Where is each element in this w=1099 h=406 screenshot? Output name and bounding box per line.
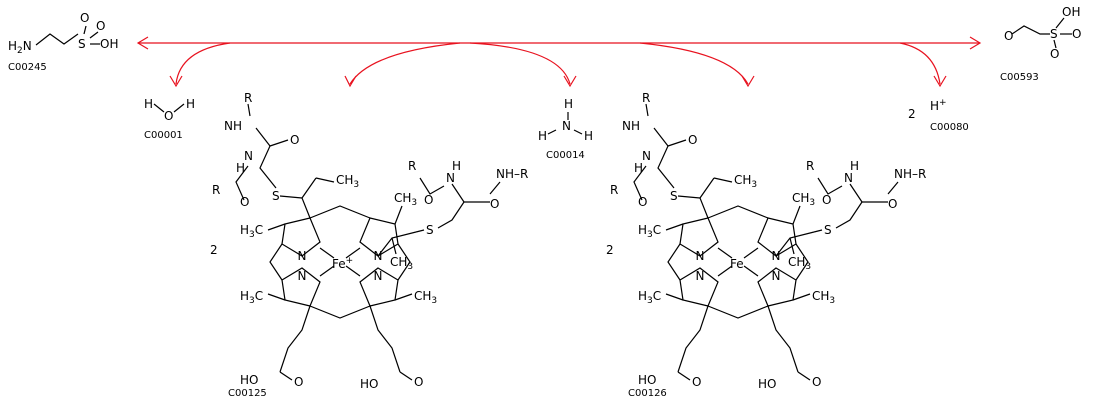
proton-branch: [899, 42, 941, 85]
svg-text:H+: H+: [930, 98, 947, 113]
svg-text:S: S: [78, 37, 86, 51]
ferricytochrome-branch: [349, 42, 461, 85]
ferricytochrome-c-coefficient: 2: [210, 243, 218, 257]
ammonia-branch: [469, 42, 571, 85]
ammonia-structure: H N H H C00014: [538, 97, 593, 161]
sulfoacetaldehyde-id: C00593: [1000, 72, 1039, 83]
proton-coefficient: 2: [908, 107, 916, 121]
svg-text:Fe: Fe: [730, 257, 744, 271]
water-branch: [175, 42, 231, 85]
svg-text:H: H: [144, 97, 153, 111]
svg-text:H: H: [564, 97, 573, 111]
svg-text:O: O: [80, 11, 89, 25]
svg-text:O: O: [1050, 47, 1059, 61]
reaction-arrows: [136, 36, 982, 88]
svg-text:H2N: H2N: [8, 39, 32, 56]
water-structure: H O H C00001: [144, 97, 195, 141]
ferricytochrome-c-id: C00125: [228, 388, 267, 399]
ferrocytochrome-c-id: C00126: [628, 388, 667, 399]
svg-text:H: H: [538, 129, 547, 143]
water-id: C00001: [144, 130, 183, 141]
left-arrowhead: [136, 36, 149, 50]
svg-text:O: O: [96, 19, 105, 33]
proton-id: C00080: [930, 122, 969, 133]
ferrocytochrome-c-structure: 2 Fe C00126: [606, 90, 927, 399]
ammonia-id: C00014: [546, 150, 585, 161]
svg-text:H: H: [186, 97, 195, 111]
svg-text:O: O: [1004, 29, 1013, 43]
taurine-id: C00245: [8, 62, 47, 73]
ferricytochrome-c-structure: 2 Fe+ C00125: [210, 90, 529, 399]
svg-text:N: N: [562, 119, 571, 133]
svg-text:OH: OH: [100, 37, 118, 51]
sulfoacetaldehyde-structure: O S OH O O C00593: [1000, 5, 1081, 83]
svg-text:OH: OH: [1062, 5, 1080, 19]
proton-structure: 2 H+ C00080: [908, 98, 969, 133]
right-arrowhead: [969, 36, 982, 50]
taurine-structure: H2N S O O OH C00245: [8, 11, 118, 73]
ferrocytochrome-c-coefficient: 2: [606, 243, 614, 257]
svg-text:O: O: [1072, 27, 1081, 41]
ferrocytochrome-branch: [639, 42, 749, 85]
svg-text:H: H: [584, 129, 593, 143]
svg-text:S: S: [1050, 27, 1058, 41]
svg-text:O: O: [164, 109, 173, 123]
